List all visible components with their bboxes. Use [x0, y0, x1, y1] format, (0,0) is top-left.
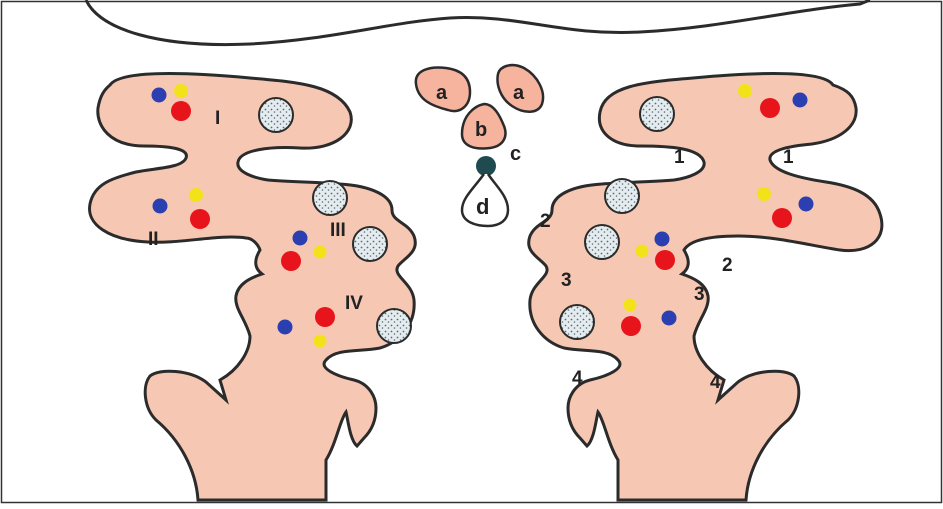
red-dot	[621, 316, 641, 336]
top-contour-line	[86, 0, 870, 45]
yellow-dot	[314, 246, 327, 259]
label-4-right: 4	[710, 372, 721, 393]
left-pharyngeal-arch-region	[90, 74, 416, 500]
label-2-right: 2	[722, 255, 733, 276]
label-roman-IV: IV	[345, 293, 363, 314]
red-dot	[190, 209, 210, 229]
label-3-right: 3	[694, 284, 705, 305]
label-roman-I: I	[215, 108, 220, 129]
label-b: b	[475, 119, 487, 141]
label-roman-III: III	[330, 220, 346, 241]
blue-dot	[655, 232, 670, 247]
label-a-right: a	[513, 82, 525, 104]
cell-left-2	[313, 181, 347, 215]
yellow-dot	[636, 245, 649, 258]
blue-dot	[662, 311, 677, 326]
red-dot	[655, 250, 675, 270]
label-d: d	[476, 194, 489, 219]
cell-left-1	[259, 98, 293, 132]
label-2-left: 2	[540, 211, 551, 232]
cell-right-3	[585, 225, 619, 259]
label-3-left: 3	[561, 270, 572, 291]
cell-left-3	[353, 227, 387, 261]
label-a-left: a	[436, 82, 448, 104]
blue-dot	[793, 93, 808, 108]
right-pharyngeal-arch-region	[529, 74, 882, 500]
label-c: c	[510, 143, 521, 165]
yellow-dot	[624, 299, 637, 312]
cell-left-4	[377, 309, 411, 343]
label-1-left: 1	[674, 147, 685, 168]
yellow-dot	[174, 84, 188, 98]
yellow-dot	[314, 335, 327, 348]
yellow-dot	[738, 84, 752, 98]
cell-right-1	[640, 97, 674, 131]
structure-c-node	[476, 156, 496, 176]
blue-dot	[153, 199, 168, 214]
label-1-right: 1	[783, 147, 794, 168]
blue-dot	[799, 197, 814, 212]
red-dot	[772, 208, 792, 228]
red-dot	[760, 98, 780, 118]
cell-right-2	[605, 179, 639, 213]
label-4-left: 4	[572, 368, 583, 389]
red-dot	[171, 101, 191, 121]
blue-dot	[152, 88, 167, 103]
red-dot	[315, 307, 335, 327]
blue-dot	[278, 320, 293, 335]
blue-dot	[293, 231, 308, 246]
cell-right-4	[560, 305, 594, 339]
yellow-dot	[189, 188, 203, 202]
label-roman-II: II	[148, 229, 159, 250]
yellow-dot	[757, 187, 771, 201]
red-dot	[281, 251, 301, 271]
